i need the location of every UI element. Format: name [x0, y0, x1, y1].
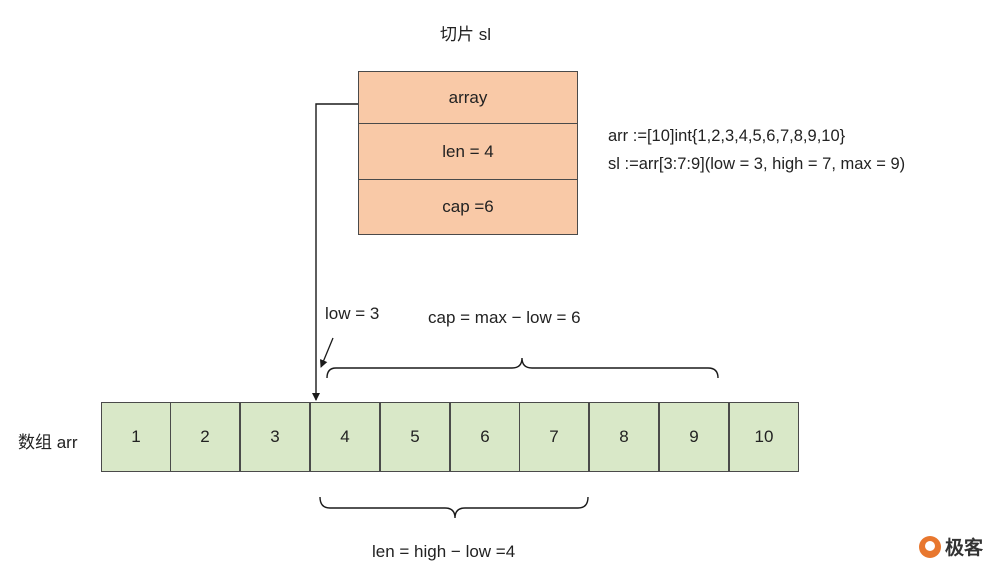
low-label: low = 3	[325, 304, 380, 323]
array-cell: 7	[519, 402, 589, 472]
len-label: len = high − low =4	[372, 542, 516, 561]
slice-title: 切片 sl	[440, 25, 491, 44]
array-cell: 5	[380, 402, 450, 472]
cap-label: cap = max − low = 6	[428, 308, 581, 327]
array-cell: 2	[170, 402, 240, 472]
array-cell: 8	[589, 402, 659, 472]
slice-field-cap: cap =6	[358, 179, 578, 235]
code-line-sl: sl :=arr[3:7:9](low = 3, high = 7, max =…	[608, 155, 906, 173]
code-line-arr: arr :=[10]int{1,2,3,4,5,6,7,8,9,10}	[608, 127, 846, 145]
geektime-logo: 极客	[918, 533, 983, 560]
array-cell: 6	[450, 402, 520, 472]
len-brace	[319, 496, 589, 519]
array-cell: 10	[729, 402, 799, 472]
low-pointer-arrow	[319, 337, 334, 368]
slice-field-len: len = 4	[358, 123, 578, 180]
array-cell: 9	[659, 402, 729, 472]
cap-brace	[326, 357, 719, 379]
array-pointer-arrow	[312, 103, 358, 401]
geektime-logo-icon	[918, 535, 941, 558]
array-cell: 3	[240, 402, 310, 472]
logo-text: 极客	[944, 538, 983, 559]
array-cell: 1	[101, 402, 171, 472]
array-cell: 4	[310, 402, 380, 472]
array-label: 数组 arr	[18, 433, 78, 452]
